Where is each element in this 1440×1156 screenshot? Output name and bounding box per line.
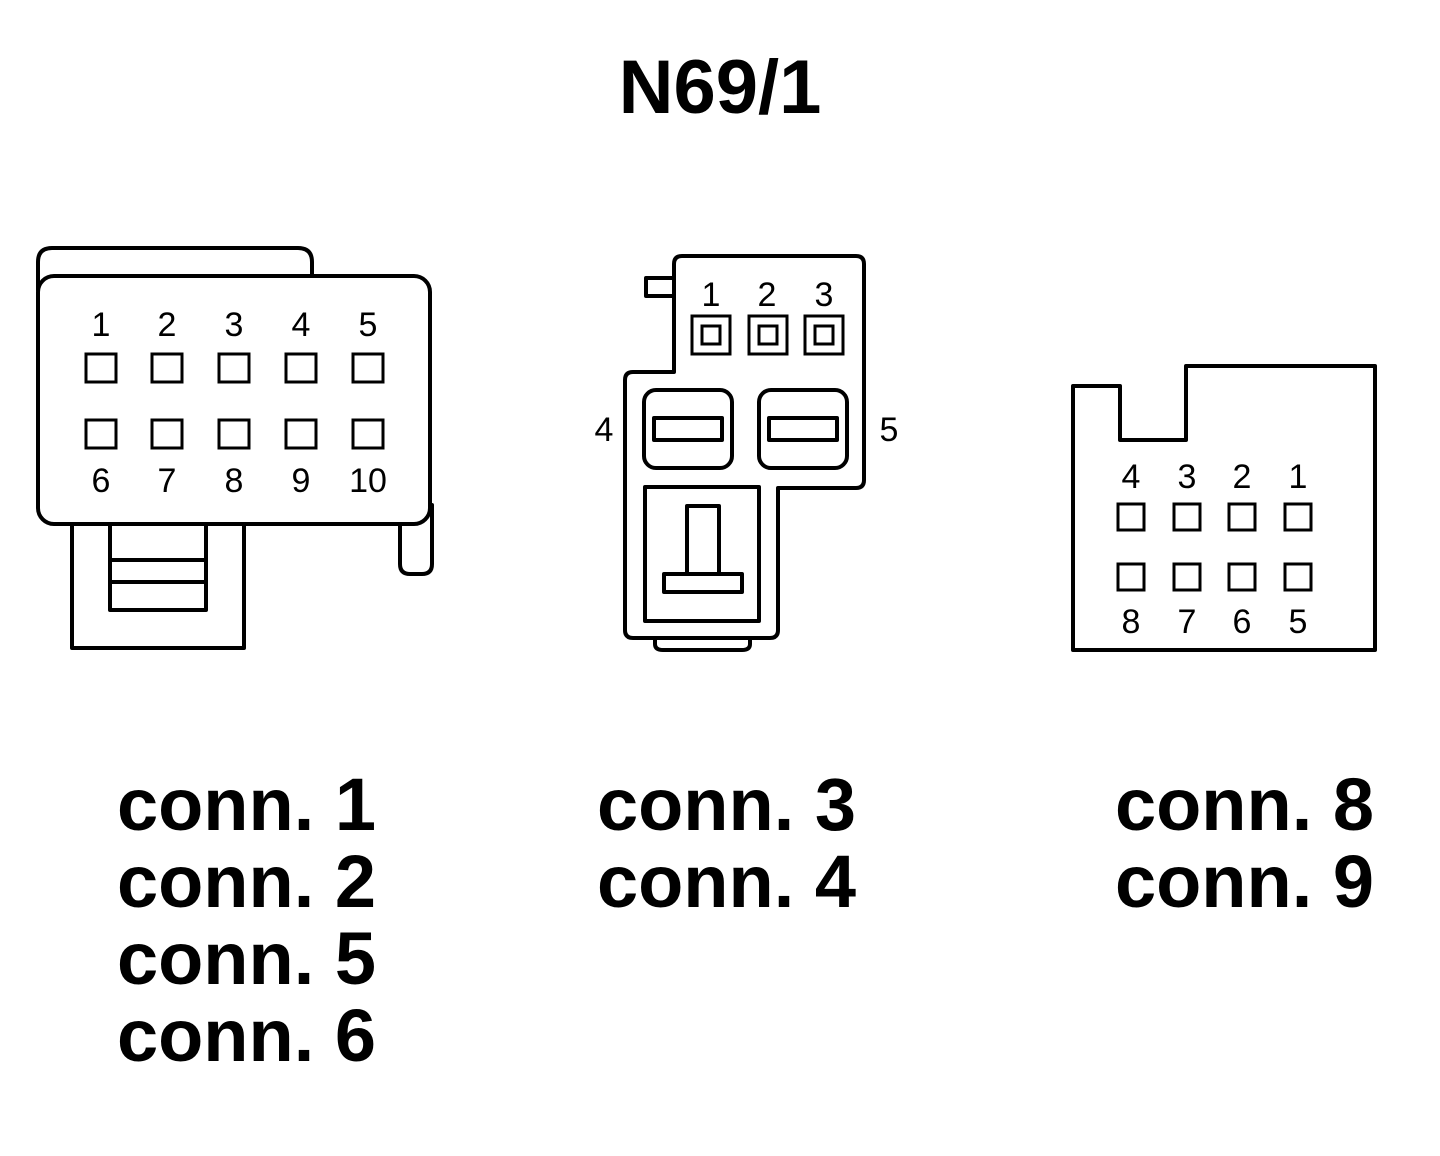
pin-label: 3 [225,306,244,344]
pin-label: 10 [349,462,387,500]
pin-slot-inner [757,324,779,346]
pin-label: 2 [158,306,177,344]
pin-label: 5 [359,306,378,344]
connector-label: conn. 5 [116,917,376,1000]
connector-right-pins-top [1116,502,1313,532]
pin-slot [217,352,251,384]
connector-middle-bottom-lip [653,636,752,652]
connector-middle-side-tab [644,276,676,298]
connector-left-pins-bottom [84,418,385,450]
pin-slot [217,418,251,450]
connector-right: 4 3 2 1 8 7 6 5 [1071,364,1377,652]
pin-label: 8 [225,462,244,500]
connector-middle: 1 2 3 4 5 [595,254,899,652]
connector-left-pins-top [84,352,385,384]
pin-slot [1283,502,1313,532]
pin-slot-inner [813,324,835,346]
pin-label: 3 [1178,458,1197,496]
power-pin-right-blade [767,416,839,442]
connector-labels-left: conn. 1 conn. 2 conn. 5 conn. 6 [60,766,376,1074]
connector-labels-middle: conn. 3 conn. 4 [540,766,856,920]
pin-label: 4 [595,411,614,449]
pin-slot [1116,562,1146,592]
pin-label: 1 [702,276,721,314]
pin-slot [1172,562,1202,592]
connector-middle-lock-frame [643,485,761,623]
connector-left-lock-housing [70,522,246,650]
pin-label: 1 [1289,458,1308,496]
connector-left-latch-right [398,503,434,576]
connector-middle-body [623,254,866,640]
pin-slot [803,314,845,356]
pin-slot [1227,562,1257,592]
connector-middle-lock-base [662,572,744,594]
pin-slot [150,418,184,450]
connector-left: 1 2 3 4 5 6 7 8 9 10 [36,246,434,650]
pin-label: 5 [880,411,899,449]
pin-label: 3 [815,276,834,314]
connector-labels-right: conn. 8 conn. 9 [1058,766,1374,920]
diagram-title: N69/1 [618,45,822,130]
power-pin-left-cavity [642,388,734,470]
power-pin-left-blade [652,416,724,442]
connector-label: conn. 1 [116,763,376,846]
connector-label: conn. 9 [1114,840,1374,923]
connector-label: conn. 4 [596,840,856,923]
pin-label: 6 [92,462,111,500]
pin-slot [84,418,118,450]
connector-label: conn. 2 [116,840,376,923]
connector-right-pins-bottom [1116,562,1313,592]
connector-left-back-tab [36,246,314,292]
pin-label: 5 [1289,603,1308,641]
pin-label: 7 [1178,603,1197,641]
connector-middle-lock-stem [685,504,721,576]
connector-label: conn. 6 [116,994,376,1077]
connector-right-body [1071,364,1377,652]
pin-label: 4 [1122,458,1141,496]
pin-label: 9 [292,462,311,500]
pin-label: 2 [1233,458,1252,496]
pin-label: 2 [758,276,777,314]
power-pin-right-cavity [757,388,849,470]
pin-slot [84,352,118,384]
pin-slot [1116,502,1146,532]
pin-slot-inner [700,324,722,346]
pin-slot [351,418,385,450]
pin-slot [150,352,184,384]
connector-left-body [36,274,432,526]
pin-slot [690,314,732,356]
pin-slot [1283,562,1313,592]
pin-slot [351,352,385,384]
pin-slot [747,314,789,356]
connector-middle-small-pins [690,314,845,356]
connector-left-lock-frame [108,522,208,612]
pin-slot [284,352,318,384]
connector-label: conn. 8 [1114,763,1374,846]
pin-label: 8 [1122,603,1141,641]
pin-label: 4 [292,306,311,344]
connector-label: conn. 3 [596,763,856,846]
pin-slot [284,418,318,450]
pin-label: 7 [158,462,177,500]
pin-slot [1172,502,1202,532]
pin-slot [1227,502,1257,532]
pin-label: 6 [1233,603,1252,641]
pin-label: 1 [92,306,111,344]
